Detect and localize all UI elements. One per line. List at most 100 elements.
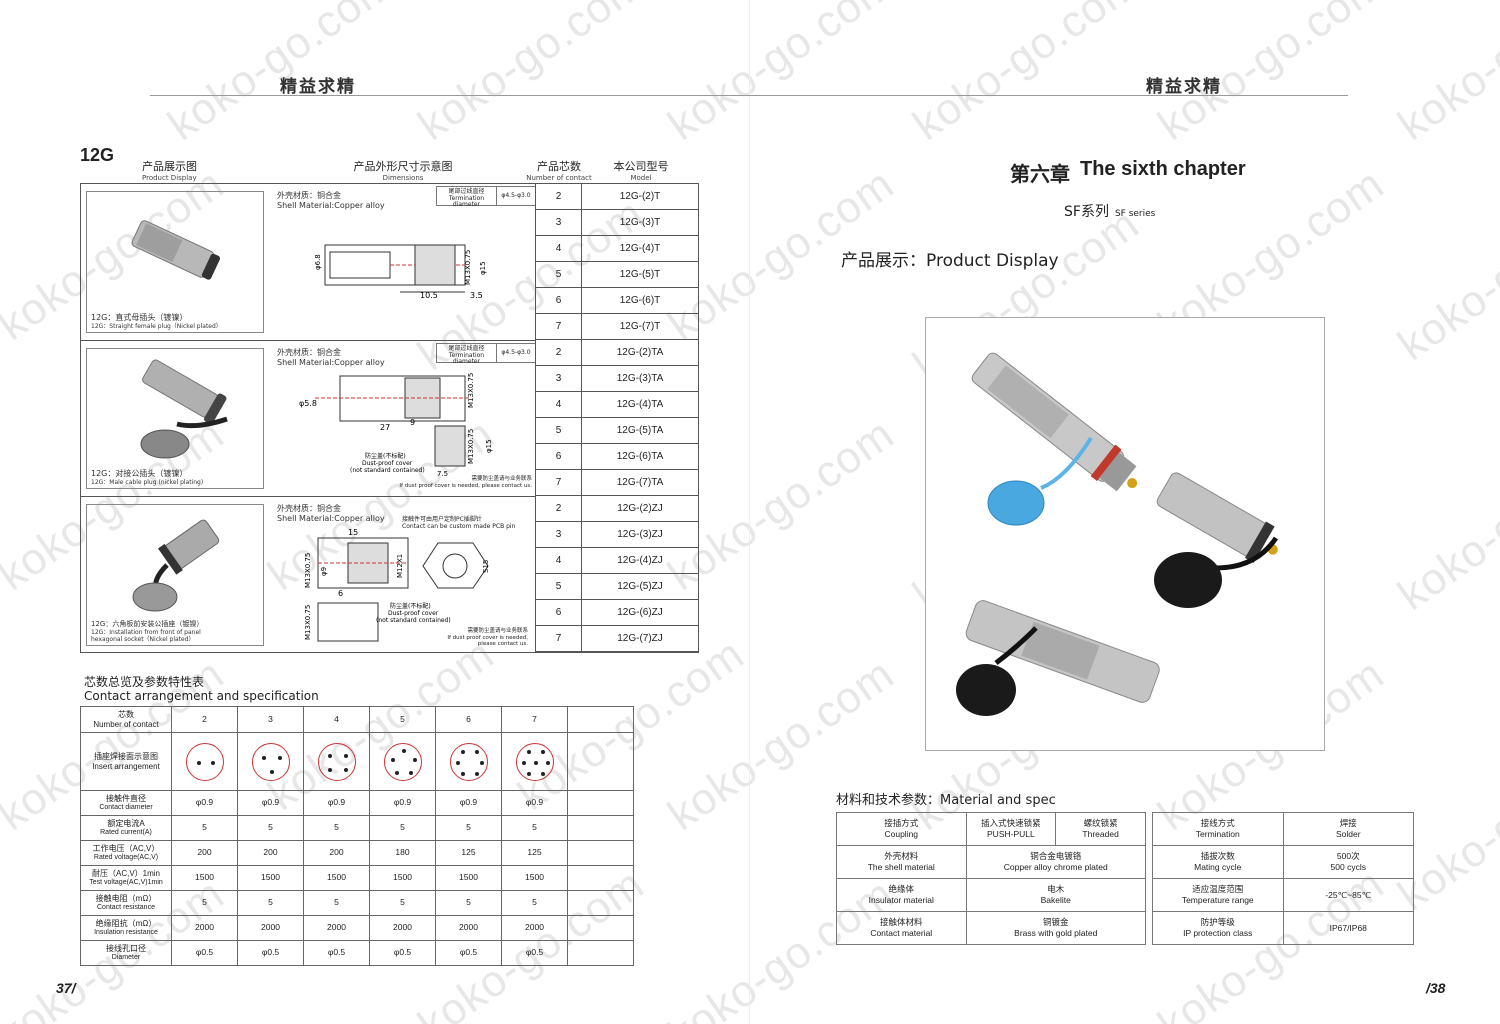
spec-cell: 2000	[303, 915, 370, 941]
value-en: Brass with gold plated	[1014, 928, 1098, 938]
col-header-cn: 本公司型号	[613, 160, 669, 173]
model-number: 12G-(4)ZJ	[581, 547, 699, 574]
model-number: 12G-(6)T	[581, 287, 699, 314]
term-value: φ4.5-φ3.0	[501, 349, 531, 356]
dim-label: M13X0.75	[464, 250, 472, 285]
value-en: IP67/IP68	[1329, 922, 1367, 933]
contact-count: 2	[535, 495, 582, 522]
value-en: Bakelite	[1040, 895, 1071, 905]
spec-cell: 2000	[171, 915, 238, 941]
contact-count: 4	[535, 235, 582, 262]
spec-title-cn: 芯数总览及参数特性表	[84, 675, 205, 689]
watermark: koko-go.com	[1389, 429, 1500, 621]
spec-cell: φ0.5	[501, 940, 568, 966]
spec-cell: 1500	[501, 865, 568, 891]
key-cn: 接插方式	[884, 818, 919, 829]
value-cn: 500次	[1336, 851, 1360, 862]
value-cn: 螺纹锁紧	[1083, 818, 1118, 829]
model-number: 12G-(5)ZJ	[581, 573, 699, 600]
termination-box: 尾部过线直径 Termination diameter φ4.5-φ3.0	[436, 343, 536, 365]
spec-cell: 1500	[237, 865, 304, 891]
key-cn: 接线方式	[1200, 818, 1235, 829]
contact-note: 需要防尘盖请与业务联系 If dust proof cover is neede…	[380, 476, 532, 489]
watermark: koko-go.com	[409, 0, 653, 151]
note: Dust-proof cover	[362, 460, 413, 467]
key-cn: 防护等级	[1200, 917, 1235, 928]
contact-count: 4	[535, 391, 582, 418]
label-en: Test voltage(AC,V)1min	[89, 878, 163, 886]
dim-label: M13X0.75	[304, 553, 312, 588]
spec-cell: 5	[435, 815, 502, 841]
insert-arrangement-5	[369, 732, 436, 791]
note: 防尘盖(不标配)	[365, 452, 406, 460]
pcb-cn: 接触件可由用户定制PC插脚针	[402, 516, 482, 523]
spec-cell	[567, 940, 634, 966]
shell-en: Shell Material:Copper alloy	[277, 513, 385, 523]
spec-cell: 5	[369, 890, 436, 916]
group-divider	[80, 340, 536, 341]
dim-label: 27	[380, 423, 390, 432]
key-cn: 适应温度范围	[1192, 884, 1244, 895]
label-en: Contact diameter	[99, 803, 153, 811]
model-number: 12G-(6)TA	[581, 443, 699, 470]
value-cn: 铜镀金	[1043, 917, 1069, 928]
col-header-cn: 产品展示图	[142, 160, 197, 173]
key-cn: 接触体材料	[880, 917, 923, 928]
watermark: koko-go.com	[1389, 179, 1500, 371]
label-cn: 绝缘阻抗（mΩ）	[95, 919, 157, 929]
model-number: 12G-(7)ZJ	[581, 625, 699, 652]
col-header-en: Number of contact	[526, 174, 592, 182]
label-en: Insert arrangement	[92, 761, 160, 771]
chapter-title: 第六章 The sixth chapter	[1010, 158, 1246, 187]
dim-label: φ15	[479, 261, 487, 275]
key-en: Coupling	[884, 829, 919, 839]
spec-cell: φ0.5	[303, 940, 370, 966]
col-header-model: 本公司型号 Model	[606, 158, 676, 182]
col-header-en: Model	[630, 174, 652, 182]
spec-cell: φ0.5	[369, 940, 436, 966]
watermark: koko-go.com	[659, 0, 903, 151]
spec-cell: 5	[501, 890, 568, 916]
key-en: Termination	[1195, 829, 1240, 839]
col-header-dimensions: 产品外形尺寸示意图 Dimensions	[348, 158, 458, 182]
caption-cn: 12G：对接公插头（镀镍）	[91, 469, 188, 479]
material-title: 材料和技术参数：Material and spec	[836, 789, 1056, 808]
display-cn: 产品展示：	[841, 251, 926, 271]
dim-label: φ9	[320, 567, 328, 576]
label-en: Number of contact	[93, 719, 159, 729]
material-title-en: Material and spec	[940, 793, 1056, 808]
shell-cn: 外壳材质：铜合金	[277, 191, 341, 200]
dimension-drawing-1: 10.5 3.5 φ6.8 M13X0.75 φ15	[314, 244, 487, 300]
model-number: 12G-(7)T	[581, 313, 699, 340]
model-number: 12G-(2)T	[581, 183, 699, 210]
note-cn: 需要防尘盖请与业务联系	[467, 628, 528, 634]
label-en: Contact resistance	[97, 903, 155, 911]
note-en: If dust proof cover is needed, please co…	[399, 482, 532, 489]
spec-cell	[567, 840, 634, 866]
product-photo-frame: 12G：直式母插头（镀镍） 12G：Straight female plug（N…	[86, 191, 264, 333]
shell-material-label: 外壳材质：铜合金 Shell Material:Copper alloy	[277, 504, 385, 523]
key-en: Mating cycle	[1194, 862, 1242, 872]
col-header-display: 产品展示图 Product Display	[142, 158, 197, 182]
product-display-title: 产品展示：Product Display	[841, 246, 1059, 271]
model-number: 12G-(3)TA	[581, 365, 699, 392]
